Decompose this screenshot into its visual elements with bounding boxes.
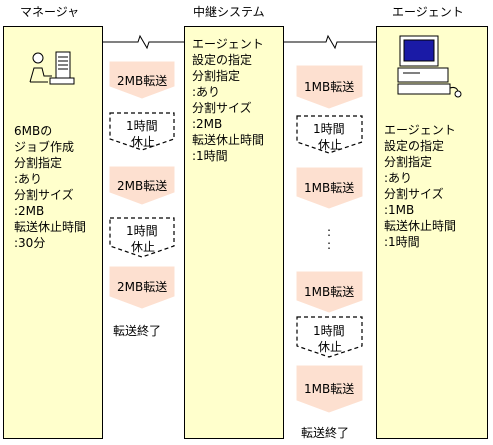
manager-relay-connection [103, 34, 184, 50]
left-transfer-label-2: 2MB転送 [117, 179, 168, 193]
right-pause-label-2a: 1時間 [313, 324, 345, 338]
right-transfer-end-label: 転送終了 [301, 426, 350, 440]
left-pause-box-1 [109, 112, 175, 151]
agent-panel [376, 26, 488, 439]
right-ellipsis-dots-1: : [327, 225, 332, 239]
left-flow-shapes [109, 61, 175, 309]
right-pause-label-2b: 休止 [318, 340, 343, 354]
left-pause-label-1b: 休止 [131, 135, 156, 149]
right-transfer-arrow-4 [296, 365, 363, 413]
left-transfer-end-label: 転送終了 [113, 324, 162, 338]
person-at-computer-icon [29, 51, 75, 85]
manager-panel [3, 26, 103, 439]
relay-agent-settings: エージェント 設定の指定 分割指定 :あり 分割サイズ :2MB 転送休止時間 … [192, 37, 265, 163]
left-pause-box-2 [109, 217, 175, 258]
left-transfer-arrow-3 [109, 266, 175, 309]
right-transfer-arrow-1 [296, 65, 363, 109]
right-transfer-label-3: 1MB転送 [304, 285, 355, 299]
left-transfer-arrow-1 [109, 61, 175, 99]
left-transfer-arrow-2 [109, 166, 175, 205]
right-pause-label-1a: 1時間 [313, 122, 345, 136]
relay-system-title: 中継システム [193, 5, 265, 19]
left-pause-label-2a: 1時間 [126, 224, 158, 238]
agent-title: エージェント [392, 5, 464, 19]
right-pause-box-1 [296, 115, 363, 154]
manager-title: マネージャ [20, 5, 80, 19]
left-transfer-label-1: 2MB転送 [117, 74, 168, 88]
left-pause-label-2b: 休止 [131, 240, 156, 254]
relay-system-panel [184, 26, 284, 439]
desktop-computer-icon [397, 35, 462, 98]
left-transfer-label-3: 2MB転送 [117, 280, 168, 294]
agent-settings: エージェント 設定の指定 分割指定 :あり 分割サイズ :1MB 転送休止時間 … [384, 123, 457, 249]
left-pause-label-1a: 1時間 [126, 119, 158, 133]
right-transfer-arrow-2 [296, 167, 363, 209]
right-transfer-arrow-3 [296, 271, 363, 313]
right-transfer-label-2: 1MB転送 [304, 181, 355, 195]
right-pause-label-1b: 休止 [318, 138, 343, 152]
relay-agent-connection [284, 34, 376, 50]
right-transfer-label-4: 1MB転送 [304, 382, 355, 396]
right-pause-box-2 [296, 316, 363, 358]
manager-job-settings: 6MBの ジョブ作成 分割指定 :あり 分割サイズ :2MB 転送休止時間 :3… [14, 124, 87, 250]
right-ellipsis-dots-2: : [327, 238, 332, 252]
right-flow-shapes [296, 65, 363, 413]
right-transfer-label-1: 1MB転送 [304, 80, 355, 94]
